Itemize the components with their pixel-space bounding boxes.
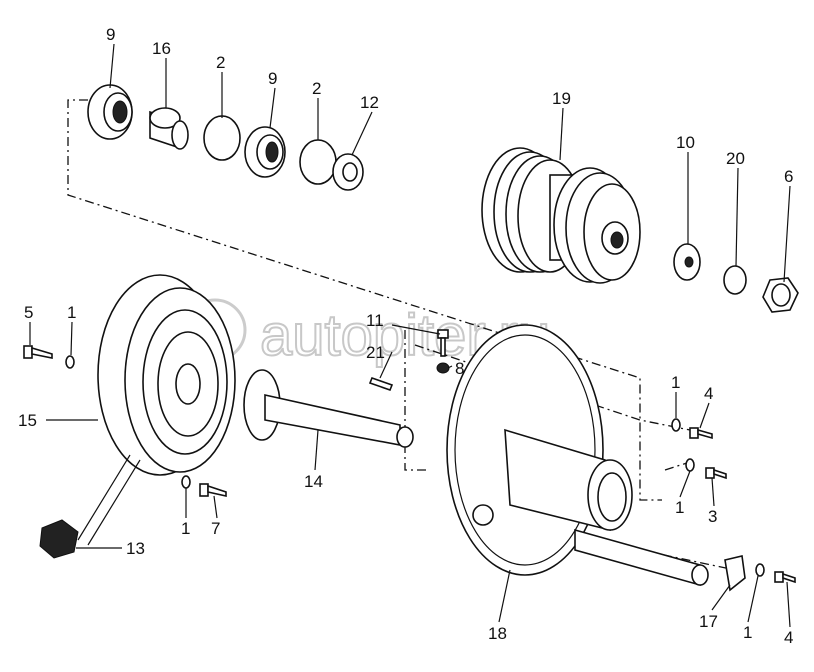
washer-8 (436, 362, 450, 374)
nut-6 (762, 277, 799, 313)
housing-18 (446, 324, 633, 576)
callout-4: 4 (784, 628, 793, 647)
callout-21: 21 (366, 343, 385, 362)
pulley-19 (481, 147, 641, 284)
snap-ring-2-left (203, 115, 241, 161)
callout-3: 3 (708, 507, 717, 526)
callout-11: 11 (366, 311, 384, 330)
callout-labels: 9 16 2 9 2 12 19 10 20 6 5 1 11 21 8 15 … (18, 25, 793, 647)
callout-12: 12 (360, 93, 379, 112)
bolt-5 (23, 345, 53, 359)
washer-1-top-left (65, 355, 75, 369)
callout-18: 18 (488, 624, 507, 643)
callout-15: 15 (18, 411, 37, 430)
spacer-sleeve-16 (149, 107, 189, 150)
snap-ring-2-right (299, 139, 337, 185)
callout-1: 1 (675, 498, 684, 517)
lock-washer-20 (723, 265, 747, 295)
washer-1-right-middle (685, 458, 695, 472)
hub-flange-15 (77, 274, 236, 546)
plate-17 (724, 555, 746, 592)
callout-4: 4 (704, 384, 713, 403)
axle-rod (574, 528, 709, 587)
callout-13: 13 (126, 539, 145, 558)
washer-1-bottom (181, 475, 191, 489)
callout-17: 17 (699, 612, 718, 631)
bearing-9-left (87, 84, 133, 140)
spider-13 (39, 519, 79, 559)
bearing-9-middle (244, 126, 286, 178)
washer-1-right-top (671, 418, 681, 432)
callout-7: 7 (211, 519, 220, 538)
callout-8: 8 (455, 359, 464, 378)
callout-6: 6 (784, 167, 793, 186)
callout-20: 20 (726, 149, 745, 168)
callout-16: 16 (152, 39, 171, 58)
callout-5: 5 (24, 303, 33, 322)
bolt-3 (705, 467, 727, 480)
callout-19: 19 (552, 89, 571, 108)
callout-1: 1 (181, 519, 190, 538)
key-21 (368, 376, 394, 392)
callout-1: 1 (743, 623, 752, 642)
leader-lines (29, 43, 791, 628)
callout-9: 9 (268, 69, 277, 88)
bolt-4-top (689, 427, 713, 440)
callout-1: 1 (671, 373, 680, 392)
callout-1: 1 (67, 303, 76, 322)
shaft-14 (243, 369, 414, 448)
bolt-4-bottom (774, 571, 796, 584)
washer-12 (332, 153, 364, 191)
callout-10: 10 (676, 133, 695, 152)
callout-9: 9 (106, 25, 115, 44)
washer-1-right-bottom (755, 563, 765, 577)
washer-10 (673, 243, 701, 281)
callout-2: 2 (216, 53, 225, 72)
bolt-7 (199, 483, 227, 497)
callout-14: 14 (304, 472, 323, 491)
callout-2: 2 (312, 79, 321, 98)
